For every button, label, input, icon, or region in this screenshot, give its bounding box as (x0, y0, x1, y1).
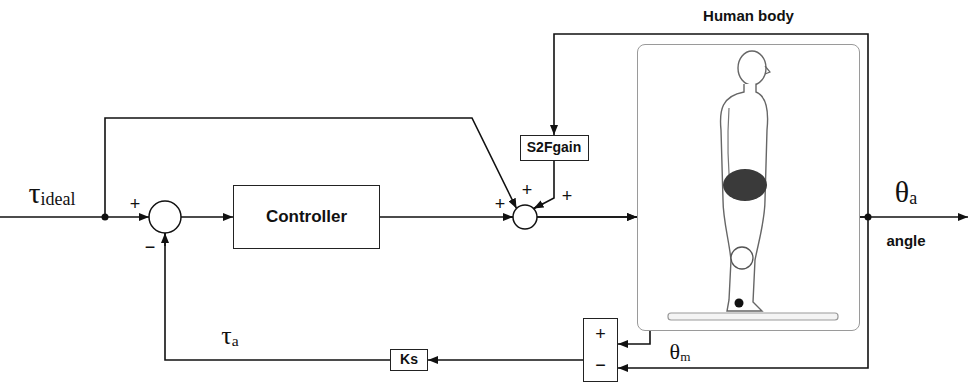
sign-mark: + (495, 195, 506, 213)
node-text: Controller (266, 208, 347, 227)
node-text: S2Fgain (527, 140, 581, 155)
body-outline (720, 84, 767, 311)
symbol-letter: θ (895, 175, 909, 208)
node-text: − (595, 356, 606, 376)
signal-note: angle (886, 233, 925, 248)
signal-arrow (618, 331, 650, 344)
node-text: + (595, 325, 606, 345)
sign-mark: + (130, 195, 141, 213)
signal-name: τa (221, 323, 238, 349)
sign-mark: − (145, 238, 156, 256)
gain-box: S2Fgain (520, 135, 589, 161)
symbol-subscript: a (909, 188, 917, 208)
symbol-letter: τ (221, 321, 231, 350)
node-text: Ks (400, 352, 418, 367)
plant-box: Human body (637, 44, 860, 331)
subtractor-box: +− (583, 318, 618, 382)
gain-box: Ks (390, 349, 428, 371)
sign-mark: + (562, 187, 573, 205)
summing-junction (149, 201, 181, 233)
sign-mark: + (522, 181, 533, 199)
signal-arrow (534, 161, 637, 217)
head-outline (738, 51, 766, 85)
signal-arrow (428, 359, 583, 361)
block-heading: Human body (638, 8, 859, 25)
symbol-letter: θ (670, 339, 681, 364)
junction-dot (102, 214, 109, 221)
knee-joint (731, 247, 753, 269)
platform (668, 313, 838, 320)
input-wire (0, 216, 149, 218)
symbol-subscript: a (232, 332, 239, 349)
summing-junction (513, 205, 537, 229)
signal-name: θm (670, 341, 691, 363)
signal-arrow (618, 217, 868, 368)
symbol-subscript: ideal (41, 189, 76, 209)
ankle-joint (735, 299, 744, 308)
symbol-letter: τ (28, 176, 40, 209)
hip-joint (723, 169, 767, 201)
output-wire (868, 216, 968, 218)
signal-arrow (554, 34, 868, 217)
signal-name: θa (895, 177, 917, 208)
symbol-subscript: m (680, 349, 690, 364)
signal-name: τideal (28, 178, 75, 209)
nose-outline (765, 66, 770, 74)
controller-box: Controller (233, 185, 380, 249)
